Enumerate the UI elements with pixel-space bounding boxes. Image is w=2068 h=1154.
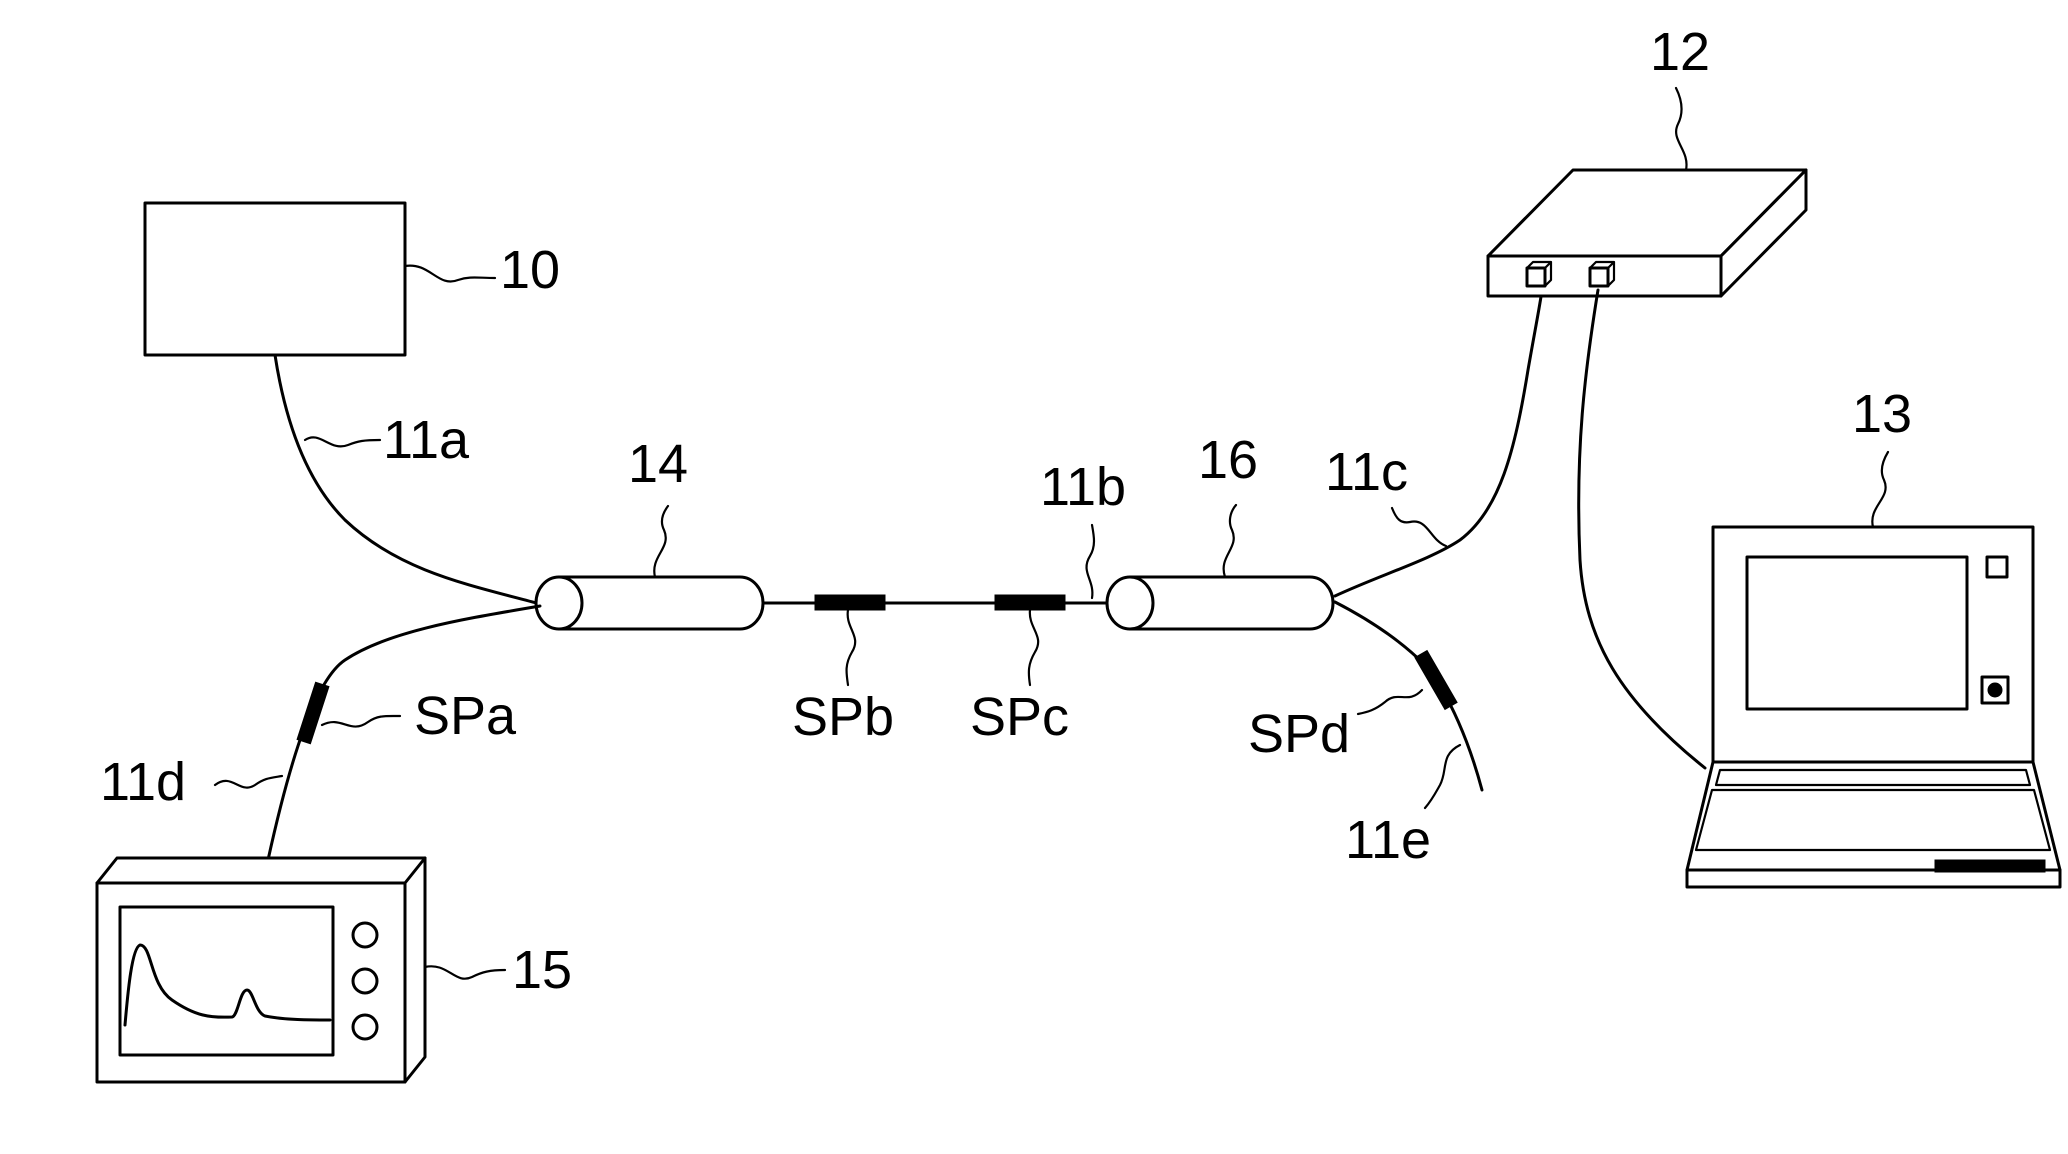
cable-12-to-13 [1579,290,1705,768]
splice-spc [995,595,1065,610]
label-11b: 11b [1040,457,1126,517]
leader-10 [405,266,495,282]
label-15: 15 [512,940,572,1000]
label-14: 14 [628,434,688,494]
label-11c: 11c [1325,442,1408,502]
leader-15 [425,966,505,978]
label-spc: SPc [970,687,1069,747]
label-spb: SPb [792,687,894,747]
splice-spb [815,595,885,610]
leader-spa [322,716,400,727]
label-11e: 11e [1345,810,1431,870]
label-spa: SPa [414,686,517,746]
leader-14 [654,506,668,577]
leader-spb [847,610,856,685]
leader-13 [1872,452,1888,527]
laptop-button-square [1987,557,2007,577]
leader-16 [1224,505,1236,577]
label-16: 16 [1198,430,1258,490]
leader-11d [215,776,282,788]
label-11a: 11a [383,410,470,470]
interface-device-12 [1488,170,1806,296]
spectrum-analyzer-15 [97,858,425,1082]
coupler-14 [536,577,763,629]
leader-11a [305,437,380,446]
light-source-device-10 [145,203,405,355]
label-spd: SPd [1248,704,1350,764]
leader-12 [1676,88,1687,170]
analyzer-knob-2 [353,969,377,993]
leader-11c [1392,508,1446,546]
laptop-computer-13 [1687,527,2060,887]
splice-spa [297,682,329,743]
leader-11e [1425,745,1460,808]
label-10: 10 [500,240,560,300]
label-12: 12 [1650,22,1710,82]
analyzer-knob-3 [353,1015,377,1039]
analyzer-knob-1 [353,923,377,947]
leader-11b [1087,525,1094,598]
label-11d: 11d [100,752,186,812]
leader-spd [1358,690,1422,714]
fiber-11a [275,355,540,604]
coupler-16 [1107,577,1333,629]
splice-spd [1415,651,1457,710]
laptop-drive-slot [1935,860,2045,872]
label-13: 13 [1852,384,1912,444]
fiber-11e [1335,602,1482,790]
leader-spc [1029,610,1038,685]
